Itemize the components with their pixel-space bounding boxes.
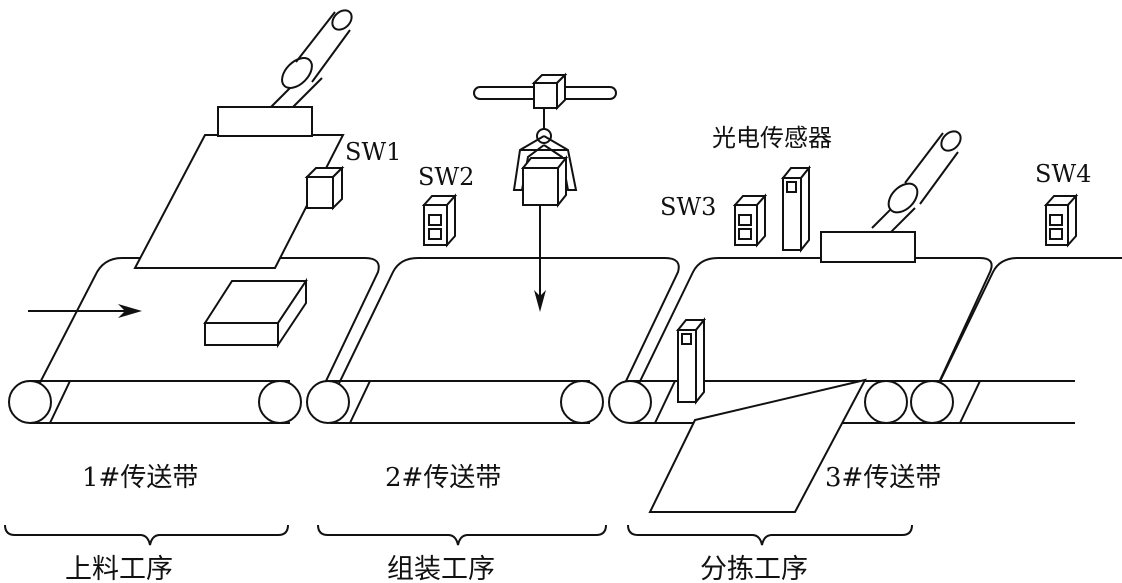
brace-assembly bbox=[317, 524, 607, 546]
brace-loading bbox=[4, 524, 289, 546]
loading-pusher-cylinder bbox=[269, 9, 353, 116]
belt-4-left-roller bbox=[910, 380, 954, 424]
chute-photoelectric-sensor bbox=[675, 317, 707, 405]
brace-sorting bbox=[627, 524, 913, 546]
sw3-sensor bbox=[732, 193, 768, 248]
belt-3-return-edge bbox=[654, 380, 676, 424]
belt-2-return-edge bbox=[349, 380, 371, 424]
belt-1-label: 1#传送带 bbox=[82, 463, 198, 493]
belt-4 bbox=[910, 257, 1122, 424]
loading-station bbox=[133, 9, 353, 269]
sw3-label: SW3 bbox=[660, 193, 716, 221]
sorting-station bbox=[675, 130, 962, 405]
belt-2-label: 2#传送带 bbox=[385, 463, 501, 493]
belt-3 bbox=[608, 257, 1075, 424]
sw4-label: SW4 bbox=[1035, 160, 1091, 188]
belt-2-right-roller bbox=[560, 380, 604, 424]
gripped-workpiece bbox=[520, 155, 569, 208]
feed-direction-arrow bbox=[28, 304, 142, 318]
sorting-chute bbox=[648, 378, 867, 513]
belt-3-label: 3#传送带 bbox=[825, 463, 941, 493]
sorting-pusher-head bbox=[820, 231, 916, 263]
stage-braces bbox=[4, 524, 913, 546]
belt-2 bbox=[306, 257, 680, 424]
belt-3-right-roller bbox=[864, 380, 908, 424]
workpiece-box bbox=[203, 277, 308, 349]
belt-4-surface bbox=[929, 257, 1122, 403]
belt-2-left-roller bbox=[306, 380, 350, 424]
belt-1-left-roller bbox=[8, 380, 52, 424]
sw2-sensor bbox=[421, 193, 458, 248]
photoelectric-sensor bbox=[780, 165, 812, 253]
belt-4-return-edge bbox=[959, 380, 981, 424]
stage-loading-label: 上料工序 bbox=[65, 554, 173, 583]
belt-1-return-edge bbox=[49, 380, 71, 424]
sw1-sensor bbox=[304, 165, 345, 211]
belt-1-right-roller bbox=[258, 380, 302, 424]
sw4-sensor bbox=[1043, 193, 1079, 248]
loading-pusher-head bbox=[217, 106, 313, 137]
belt-2-surface bbox=[329, 257, 680, 403]
sorting-pusher-cylinder bbox=[871, 130, 962, 237]
sw1-label: SW1 bbox=[345, 138, 401, 166]
stage-sorting-label: 分拣工序 bbox=[700, 554, 808, 583]
sw2-label: SW2 bbox=[418, 163, 474, 191]
stage-assembly-label: 组装工序 bbox=[387, 554, 495, 583]
assembly-robot-gripper bbox=[473, 72, 617, 312]
gripper-carriage bbox=[531, 72, 568, 111]
photo-sensor-label: 光电传感器 bbox=[712, 124, 832, 152]
belt-3-left-roller bbox=[608, 380, 652, 424]
